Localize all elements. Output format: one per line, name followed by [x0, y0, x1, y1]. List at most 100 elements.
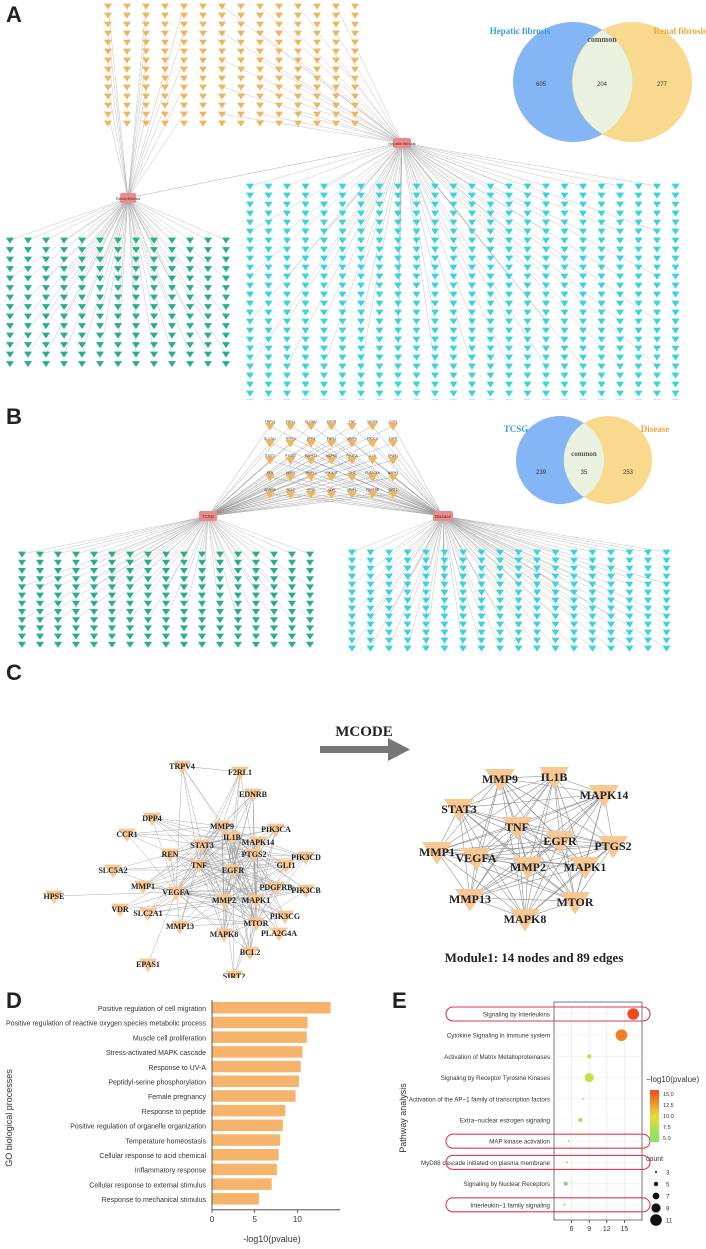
gene-node [449, 192, 458, 199]
bar [212, 1193, 259, 1205]
gene-node [114, 256, 122, 263]
gene-node [222, 237, 230, 244]
gene-node [523, 246, 532, 253]
gene-node [440, 557, 449, 564]
gene-node [42, 275, 50, 282]
gene-node [357, 219, 365, 226]
gene-node [204, 304, 212, 311]
gene-node [560, 201, 569, 208]
gene-node [198, 559, 206, 566]
network-gene-nodes [6, 3, 680, 400]
gene-node [653, 309, 661, 316]
gene-node [523, 372, 532, 379]
panel-c-letter: C [6, 660, 22, 685]
gene-node [607, 573, 615, 580]
gene-node [394, 228, 402, 235]
gene-node [403, 629, 412, 636]
gene-node [551, 573, 560, 580]
gene-node [644, 565, 652, 572]
gene-node [144, 609, 152, 615]
bar-category-label: Peptidyl-serine phosphorylation [108, 1080, 206, 1087]
gene-node [199, 3, 207, 10]
gene-node [180, 617, 188, 624]
gene-node [375, 300, 384, 307]
gene-node [542, 300, 550, 307]
gene-node [320, 246, 328, 253]
ppi-node-label: PIK3CB [291, 886, 321, 895]
gene-node [523, 273, 532, 280]
gene-node [180, 584, 188, 591]
gene-node [486, 300, 495, 307]
gene-node [533, 565, 541, 572]
gene-node [440, 605, 449, 612]
gene-node [533, 597, 541, 604]
gene-node [60, 294, 68, 301]
gene-node [294, 111, 302, 118]
gene-node [96, 294, 104, 301]
gene-node [198, 551, 206, 558]
gene-node [459, 613, 467, 620]
gene-node [204, 237, 212, 244]
bar [212, 1060, 301, 1073]
gene-node [523, 291, 532, 298]
gene-node [96, 313, 104, 320]
ppi-node-label: EGFR [222, 866, 244, 875]
gene-node [375, 228, 384, 235]
gene-node [180, 111, 188, 118]
gene-node [246, 273, 254, 280]
gene-node [542, 345, 550, 352]
gene-node [132, 294, 140, 301]
module-node-label: MMP9 [482, 772, 518, 786]
gene-node [301, 273, 310, 280]
gene-node [422, 573, 430, 580]
gene-node [218, 75, 226, 82]
gene-node [256, 12, 264, 19]
gene-node [18, 600, 26, 607]
gene-node [514, 565, 523, 572]
gene-node [237, 84, 245, 91]
gene-node [597, 228, 606, 235]
venn-a-right-label: Renal fibrosis [653, 26, 706, 36]
gene-node [301, 192, 310, 199]
hub-node-disease-label: Disease [435, 514, 452, 519]
gene-node [412, 336, 421, 343]
gene-node [468, 282, 476, 289]
gene-node [72, 559, 80, 566]
gene-node [542, 336, 550, 343]
gene-node [579, 219, 587, 226]
gene-node [533, 629, 541, 636]
gene-node [607, 589, 615, 596]
gene-node [313, 93, 321, 100]
gene-node [60, 304, 68, 311]
common-gene-node [285, 474, 296, 482]
gene-node [132, 342, 140, 349]
gene-node [144, 633, 152, 640]
gene-node [186, 351, 194, 358]
chart-d-ylabel: GO biological processes [4, 1069, 14, 1167]
gene-node [18, 584, 26, 591]
gene-node [351, 30, 359, 37]
gene-node [78, 332, 86, 339]
gene-node [412, 345, 421, 352]
common-gene-label: STAT3 [265, 454, 275, 458]
gene-node [161, 75, 169, 82]
common-gene-node [347, 423, 357, 431]
gene-node [180, 641, 188, 648]
size-legend-label: 9 [666, 1207, 670, 1213]
gene-node [422, 605, 430, 612]
gene-node [477, 637, 486, 644]
gene-node [283, 336, 291, 343]
gene-node [6, 304, 14, 311]
gene-node [320, 345, 328, 352]
gene-node [570, 557, 578, 564]
gene-node [468, 381, 476, 388]
gene-node [523, 183, 532, 190]
gene-node [634, 345, 643, 352]
gene-node [24, 285, 32, 292]
gene-node [348, 629, 356, 636]
gene-node [385, 645, 393, 652]
gene-node [588, 605, 597, 612]
gene-node [198, 592, 206, 599]
common-gene-label: F2RL1 [286, 420, 296, 424]
color-legend-bar [650, 1090, 659, 1142]
